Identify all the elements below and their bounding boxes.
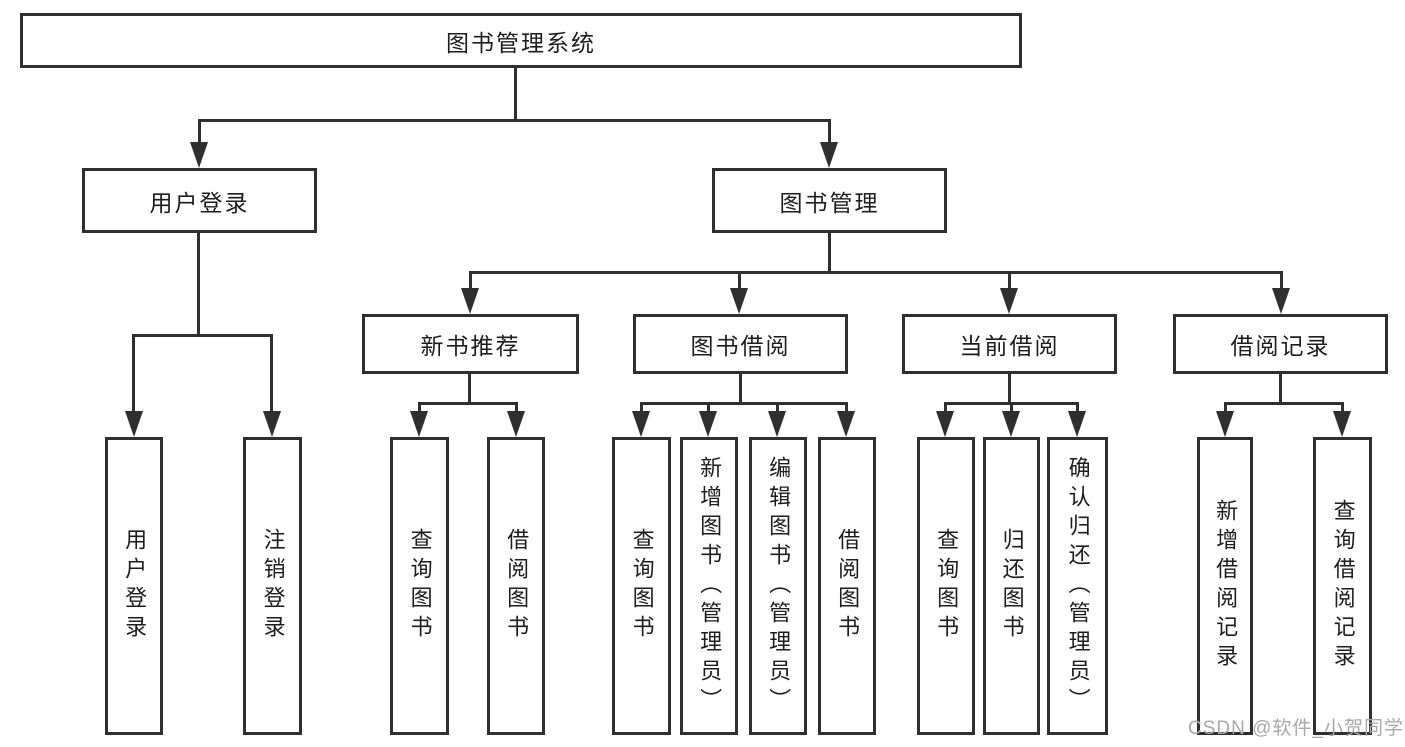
node-label: 查询图书	[934, 528, 960, 644]
leaf-borrow-books-recommendation: 借阅图书	[487, 437, 545, 735]
v-line	[1224, 402, 1227, 413]
arrow-down-icon	[125, 411, 143, 437]
csdn-watermark: CSDN @软件_小贺同学	[1188, 718, 1404, 739]
leaf-add-books-admin: 新增图书（管理员）	[680, 437, 738, 735]
node-book-borrowing: 图书借阅	[633, 314, 848, 374]
leaf-edit-books-admin: 编辑图书（管理员）	[749, 437, 807, 735]
v-line	[1008, 374, 1011, 404]
node-label: 新增借阅记录	[1213, 499, 1239, 673]
v-line	[1280, 271, 1283, 290]
arrow-down-icon	[1000, 288, 1018, 314]
arrow-down-icon	[632, 411, 650, 437]
arrow-down-icon	[410, 411, 428, 437]
arrow-down-icon	[1002, 411, 1020, 437]
node-label: 新书推荐	[420, 333, 521, 359]
arrow-down-icon	[699, 411, 717, 437]
node-label: 确认归还（管理员）	[1065, 455, 1091, 717]
node-label: 用户登录	[149, 189, 250, 216]
node-borrowing-records: 借阅记录	[1173, 314, 1388, 374]
arrow-down-icon	[820, 142, 838, 168]
v-line	[468, 374, 471, 404]
arrow-down-icon	[263, 411, 281, 437]
leaf-query-books-borrowing: 查询图书	[612, 437, 671, 735]
node-label: 查询图书	[629, 528, 655, 644]
v-line	[515, 402, 518, 413]
node-label: 图书管理系统	[446, 29, 596, 56]
arrow-down-icon	[461, 288, 479, 314]
arrow-down-icon	[837, 411, 855, 437]
v-line	[776, 402, 779, 413]
node-label: 查询借阅记录	[1330, 499, 1356, 673]
leaf-query-books-recommendation: 查询图书	[390, 437, 449, 735]
v-line	[418, 402, 421, 413]
arrow-down-icon	[1216, 411, 1234, 437]
node-label: 借阅图书	[835, 528, 861, 644]
h-line	[469, 271, 1283, 274]
h-line	[132, 334, 273, 337]
leaf-user-login: 用户登录	[105, 437, 163, 735]
v-line	[514, 68, 517, 121]
v-line	[1279, 374, 1282, 404]
node-user-login: 用户登录	[82, 168, 317, 233]
v-line	[270, 334, 273, 412]
v-line	[469, 271, 472, 290]
v-line	[197, 233, 200, 337]
node-label: 用户登录	[122, 528, 148, 644]
v-line	[707, 402, 710, 413]
h-line	[1224, 402, 1344, 405]
node-label: 图书管理	[779, 189, 880, 216]
arrow-down-icon	[730, 288, 748, 314]
node-library-management-system: 图书管理系统	[20, 13, 1022, 68]
arrow-down-icon	[1068, 411, 1086, 437]
node-label: 编辑图书（管理员）	[766, 455, 792, 717]
arrow-down-icon	[936, 411, 954, 437]
v-line	[132, 334, 135, 412]
h-line	[198, 119, 831, 122]
v-line	[1341, 402, 1344, 413]
node-label: 注销登录	[260, 528, 286, 644]
leaf-logout: 注销登录	[243, 437, 302, 735]
leaf-query-books-current: 查询图书	[917, 437, 975, 735]
leaf-return-books: 归还图书	[983, 437, 1040, 735]
leaf-confirm-return-admin: 确认归还（管理员）	[1047, 437, 1108, 735]
v-line	[828, 119, 831, 144]
v-line	[738, 271, 741, 290]
v-line	[1008, 271, 1011, 290]
node-label: 归还图书	[999, 528, 1025, 644]
node-new-book-recommendation: 新书推荐	[362, 314, 579, 374]
node-current-borrowing: 当前借阅	[902, 314, 1117, 374]
arrow-down-icon	[190, 142, 208, 168]
v-line	[828, 233, 831, 274]
arrow-down-icon	[768, 411, 786, 437]
node-label: 借阅记录	[1230, 333, 1331, 359]
leaf-query-borrow-record: 查询借阅记录	[1313, 437, 1372, 735]
arrow-down-icon	[1272, 288, 1290, 314]
v-line	[845, 402, 848, 413]
v-line	[198, 119, 201, 144]
arrow-down-icon	[1333, 411, 1351, 437]
arrow-down-icon	[507, 411, 525, 437]
node-label: 借阅图书	[504, 528, 530, 644]
v-line	[1076, 402, 1079, 413]
v-line	[640, 402, 643, 413]
h-line	[640, 402, 848, 405]
v-line	[1010, 402, 1013, 413]
node-label: 新增图书（管理员）	[697, 455, 723, 717]
leaf-borrow-books: 借阅图书	[818, 437, 876, 735]
node-label: 当前借阅	[959, 333, 1060, 359]
node-label: 图书借阅	[690, 333, 791, 359]
node-book-management: 图书管理	[712, 168, 947, 233]
leaf-add-borrow-record: 新增借阅记录	[1197, 437, 1253, 735]
v-line	[739, 374, 742, 404]
h-line	[418, 402, 518, 405]
node-label: 查询图书	[407, 528, 433, 644]
v-line	[944, 402, 947, 413]
